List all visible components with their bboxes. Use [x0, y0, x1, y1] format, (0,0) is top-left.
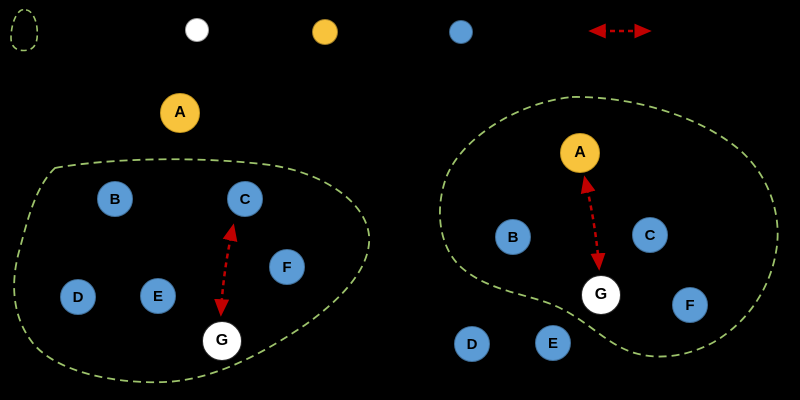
legend-blue-node-swatch — [449, 20, 473, 44]
right-node-c: C — [632, 217, 668, 253]
left-node-e: E — [140, 278, 176, 314]
left-node-b: B — [97, 181, 133, 217]
right-node-b: B — [495, 219, 531, 255]
right-node-a: A — [560, 133, 600, 173]
left-node-d: D — [60, 279, 96, 315]
left-node-a: A — [160, 93, 200, 133]
left-node-g: G — [202, 321, 242, 361]
right-arrow-a-to-g — [580, 175, 606, 271]
left-cluster-outline — [13, 158, 370, 384]
left-node-c: C — [227, 181, 263, 217]
right-node-d: D — [454, 326, 490, 362]
right-cluster-outline — [439, 96, 779, 358]
legend-white-node-swatch — [185, 18, 209, 42]
left-arrow-c-to-g — [214, 223, 238, 317]
right-node-e: E — [535, 325, 571, 361]
legend-cluster-outline-icon — [10, 8, 39, 52]
right-node-g: G — [581, 275, 621, 315]
right-node-f: F — [672, 287, 708, 323]
left-node-f: F — [269, 249, 305, 285]
legend-yellow-node-swatch — [312, 19, 338, 45]
